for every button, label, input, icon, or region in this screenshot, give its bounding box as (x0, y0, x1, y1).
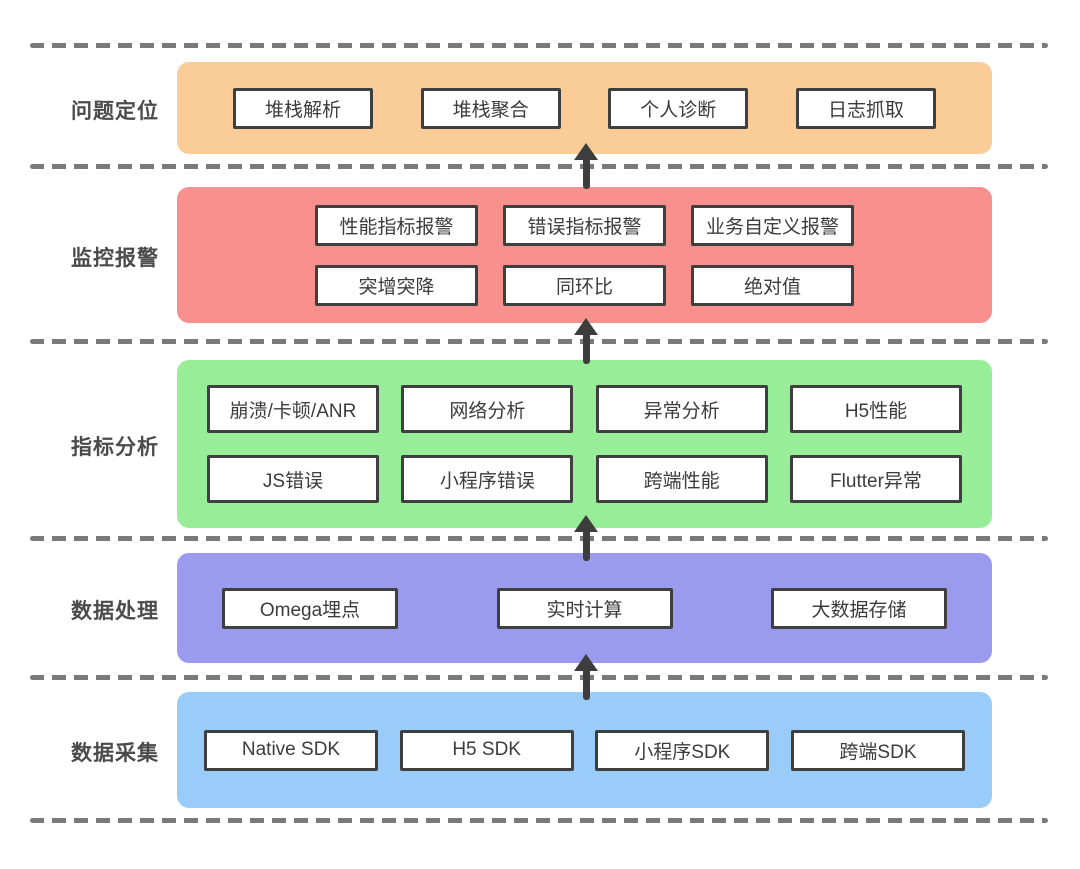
node-crash-lag-anr: 崩溃/卡顿/ANR (207, 385, 379, 433)
node-perf-metric-alert: 性能指标报警 (315, 204, 478, 246)
layer-band-data-processing: Omega埋点 实时计算 大数据存储 (177, 553, 992, 663)
node-custom-business-alert: 业务自定义报警 (691, 204, 854, 246)
layer-label-monitor-alert: 监控报警 (71, 247, 159, 270)
node-cross-platform-sdk: 跨端SDK (790, 729, 965, 771)
node-bigdata-storage: 大数据存储 (771, 587, 947, 629)
layer-label-data-collection: 数据采集 (71, 742, 159, 765)
arrow-stem (582, 671, 590, 700)
node-js-error: JS错误 (207, 455, 379, 503)
node-log-capture: 日志抓取 (795, 87, 936, 129)
layer-band-monitor-alert: 性能指标报警 错误指标报警 业务自定义报警 突增突降 同环比 绝对值 (177, 187, 992, 323)
dashed-divider (30, 675, 1048, 680)
layer-band-data-collection: Native SDK H5 SDK 小程序SDK 跨端SDK (177, 692, 992, 808)
arrow-stem (582, 532, 590, 561)
layer-label-problem-locating: 问题定位 (71, 100, 159, 123)
arrow-head (574, 143, 598, 160)
dashed-divider (30, 818, 1048, 823)
node-network-analysis: 网络分析 (401, 385, 574, 433)
up-arrow-icon (574, 515, 598, 561)
node-native-sdk: Native SDK (204, 729, 378, 771)
node-h5-performance: H5性能 (789, 385, 962, 433)
dashed-divider (30, 164, 1048, 169)
up-arrow-icon (574, 654, 598, 700)
arrow-head (574, 654, 598, 671)
node-period-comparison: 同环比 (503, 264, 666, 306)
dashed-divider (30, 536, 1048, 541)
arrow-stem (582, 335, 590, 364)
arrow-head (574, 515, 598, 532)
node-stack-aggregation: 堆栈聚合 (420, 87, 561, 129)
node-exception-analysis: 异常分析 (595, 385, 768, 433)
arrow-stem (582, 160, 590, 189)
node-personal-diagnosis: 个人诊断 (608, 87, 749, 129)
node-cross-platform-performance: 跨端性能 (595, 455, 768, 503)
layer-label-data-processing: 数据处理 (71, 600, 159, 623)
node-flutter-exception: Flutter异常 (789, 455, 962, 503)
dashed-divider (30, 43, 1048, 48)
node-miniprogram-sdk: 小程序SDK (595, 729, 770, 771)
up-arrow-icon (574, 318, 598, 364)
node-miniprogram-error: 小程序错误 (401, 455, 574, 503)
layer-band-problem-locating: 堆栈解析 堆栈聚合 个人诊断 日志抓取 (177, 62, 992, 154)
layer-label-metric-analysis: 指标分析 (71, 436, 159, 459)
node-omega-tracking: Omega埋点 (222, 587, 398, 629)
node-stack-parsing: 堆栈解析 (233, 87, 373, 129)
node-error-metric-alert: 错误指标报警 (503, 204, 666, 246)
node-absolute-value: 绝对值 (691, 264, 854, 306)
arrow-head (574, 318, 598, 335)
layer-band-metric-analysis: 崩溃/卡顿/ANR 网络分析 异常分析 H5性能 JS错误 小程序错误 跨端性能… (177, 360, 992, 528)
dashed-divider (30, 339, 1048, 344)
node-realtime-computing: 实时计算 (496, 587, 673, 629)
node-h5-sdk: H5 SDK (399, 729, 574, 771)
node-spike-drop: 突增突降 (315, 264, 478, 306)
up-arrow-icon (574, 143, 598, 189)
